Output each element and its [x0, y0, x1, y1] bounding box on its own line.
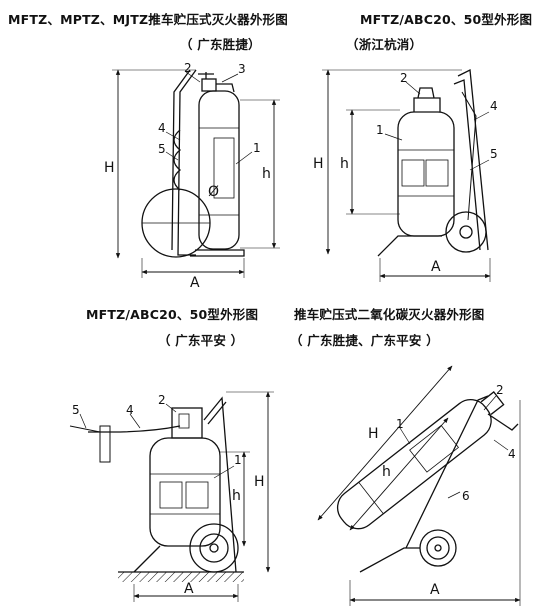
fig3-label-2: 2 [158, 393, 166, 407]
fig3-dim-H: H [254, 474, 265, 490]
fig2-label-1: 1 [376, 123, 384, 137]
fig1-dim-A: A [190, 275, 200, 291]
fig1-title: MFTZ、MPTZ、MJTZ推车贮压式灭火器外形图 [8, 12, 288, 27]
fig2-dim-H: H [313, 156, 324, 172]
fig3-dim-h: h [232, 488, 241, 504]
fig1-dim-h: h [262, 166, 271, 182]
fig3-label-4: 4 [126, 403, 134, 417]
fig3-title: MFTZ/ABC20、50型外形图 [86, 307, 259, 322]
fig3-label-5: 5 [72, 403, 80, 417]
fig4-dim-H: H [368, 426, 379, 442]
fig1-dim-H: H [104, 160, 115, 176]
fig3-cylinder [149, 437, 221, 547]
fig2-wheel [445, 211, 487, 253]
fig2-dim-h: h [340, 156, 349, 172]
fig4-label-2: 2 [496, 383, 504, 397]
fig2-label-5: 5 [490, 147, 498, 161]
fig2-title: MFTZ/ABC20、50型外形图 [360, 12, 533, 27]
fig4-drawing [317, 365, 521, 606]
fig3-drawing [69, 391, 274, 602]
fig1-label-5: 5 [158, 142, 166, 156]
fig2-drawing [322, 68, 491, 282]
fig3-label-1: 1 [234, 453, 242, 467]
fig2-label-2: 2 [400, 71, 408, 85]
fig1-label-2: 2 [184, 61, 192, 75]
fig4-label-6: 6 [462, 489, 470, 503]
fig1-drawing [112, 69, 280, 278]
fig4-cylinder [336, 398, 492, 530]
fig3-dim-A: A [184, 581, 194, 597]
fig4-label-4: 4 [508, 447, 516, 461]
fig1-label-3: 3 [238, 62, 246, 76]
fig2-label-4: 4 [490, 99, 498, 113]
fig4-subtitle: （ 广东胜捷、广东平安 ） [290, 333, 439, 348]
fig2-subtitle: （浙江杭消） [346, 37, 423, 52]
fig4-wheel [419, 529, 457, 567]
fig2-dim-A: A [431, 259, 441, 275]
fig4-label-1: 1 [396, 417, 404, 431]
fig1-cylinder [198, 90, 240, 250]
fig3-subtitle: （ 广东平安 ） [158, 333, 244, 348]
fig3-wheel [189, 523, 239, 573]
fig3-ground [118, 572, 244, 582]
fig4-dim-h: h [382, 464, 391, 480]
fig4-dim-A: A [430, 582, 440, 598]
fig1-label-4: 4 [158, 121, 166, 135]
fig1-dim-diameter: Ø [208, 184, 219, 200]
fig4-title: 推车贮压式二氧化碳灭火器外形图 [294, 307, 485, 322]
fig1-subtitle: （ 广东胜捷） [180, 37, 261, 52]
fig1-label-1: 1 [253, 141, 261, 155]
